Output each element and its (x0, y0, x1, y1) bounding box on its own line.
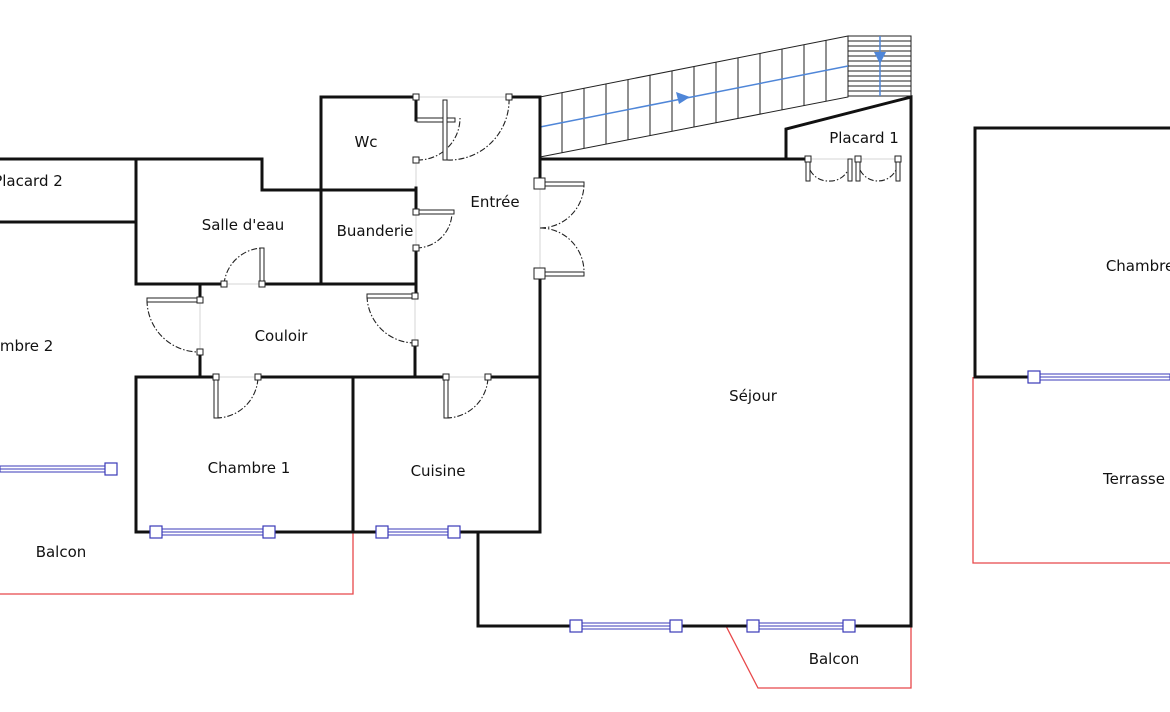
label-sejour: Séjour (729, 387, 778, 405)
balcon-right-outline (725, 625, 912, 689)
room-labels: Placard 2 Wc Salle d'eau Buanderie Entré… (0, 129, 1170, 668)
label-salle-eau: Salle d'eau (202, 216, 285, 234)
windows (0, 370, 1170, 633)
door-openings (199, 96, 898, 378)
label-balcon-right: Balcon (809, 650, 860, 668)
label-chambre-right: Chambre (1106, 257, 1170, 275)
label-placard-1: Placard 1 (829, 129, 899, 147)
walls (0, 95, 1170, 628)
label-cuisine: Cuisine (411, 462, 466, 480)
label-balcon-left: Balcon (36, 543, 87, 561)
stair-arrow-head-icon (676, 92, 690, 104)
stair-direction-arrow (539, 65, 849, 128)
doors (146, 96, 901, 419)
terrasse-outline (972, 377, 1170, 564)
hinges (196, 93, 902, 381)
label-placard-2: Placard 2 (0, 172, 63, 190)
label-entree: Entrée (470, 193, 519, 211)
label-terrasse: Terrasse (1102, 470, 1165, 488)
label-chambre-1: Chambre 1 (208, 459, 291, 477)
stair-arrow-down-icon (874, 52, 886, 64)
label-chambre-2: Chambre 2 (0, 337, 53, 355)
label-wc: Wc (354, 133, 377, 151)
staircase (539, 35, 912, 158)
balcon-left-outline (0, 532, 354, 595)
label-buanderie: Buanderie (337, 222, 414, 240)
label-couloir: Couloir (255, 327, 309, 345)
